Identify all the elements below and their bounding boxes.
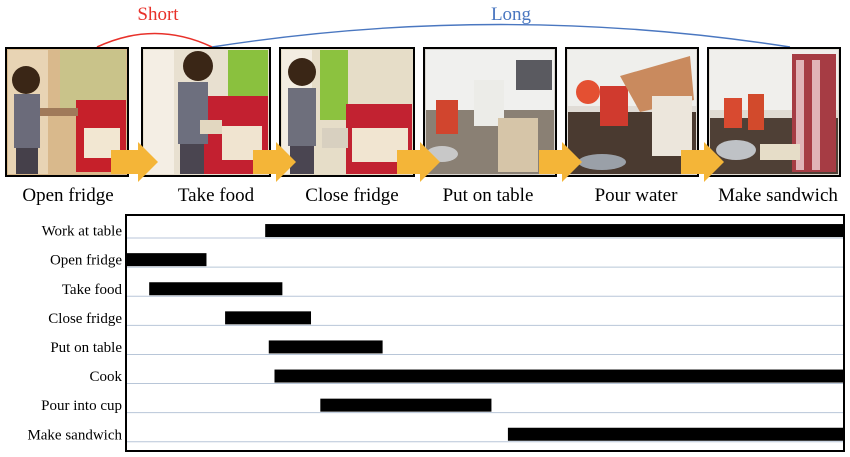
frame-caption: Make sandwich	[718, 185, 838, 206]
timeline-row-label: Put on table	[50, 340, 122, 356]
frame-put-on-table	[423, 47, 557, 177]
timeline-row-label: Work at table	[42, 224, 123, 240]
timeline-row-label: Close fridge	[48, 311, 122, 327]
frame-make-sandwich	[707, 47, 841, 177]
arrow-icon	[111, 142, 724, 182]
long-label: Long	[491, 4, 532, 25]
frame-caption: Close fridge	[305, 185, 398, 206]
timeline-bars	[127, 224, 844, 441]
timeline-frame	[125, 214, 845, 452]
frame-open-fridge	[5, 47, 129, 177]
timeline-grid	[127, 237, 843, 443]
timeline-row-label: Open fridge	[50, 253, 122, 269]
timeline-row-label: Pour into cup	[41, 398, 122, 414]
timeline-bar	[507, 427, 843, 441]
frame-strip: Short Long	[5, 4, 841, 206]
timeline-bar	[225, 311, 312, 325]
timeline-bar	[265, 224, 843, 238]
timeline-bar	[127, 253, 207, 267]
short-arc	[96, 32, 213, 48]
frame-caption: Take food	[178, 185, 255, 206]
frame-pour-water	[565, 47, 699, 177]
timeline-row-label: Take food	[62, 282, 123, 298]
frame-close-fridge	[279, 47, 415, 177]
frame-caption: Pour water	[595, 185, 679, 206]
timeline-row-label: Cook	[89, 369, 122, 385]
timeline-bar	[149, 282, 283, 296]
timeline-row-label: Make sandwich	[27, 427, 122, 443]
timeline-bar	[274, 369, 844, 383]
timeline-bar	[320, 398, 492, 412]
frame-take-food	[141, 47, 271, 177]
long-arc	[211, 23, 791, 48]
timeline-bar	[268, 340, 383, 354]
short-label: Short	[137, 4, 179, 25]
frame-caption: Open fridge	[22, 185, 113, 206]
frame-caption: Put on table	[443, 185, 534, 206]
